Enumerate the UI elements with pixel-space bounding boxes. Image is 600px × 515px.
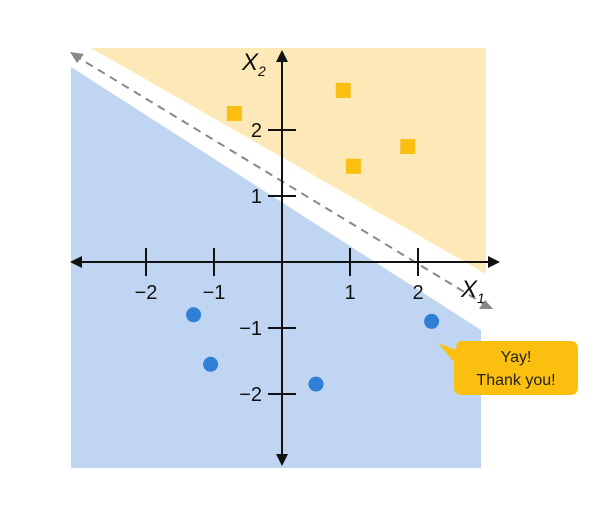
- bubble-line-1: Yay!: [501, 349, 532, 366]
- positive-region: [91, 48, 486, 274]
- y-axis-arrow-up-icon: [276, 50, 288, 62]
- speech-bubble: Yay! Thank you!: [438, 341, 578, 395]
- circle-point: [186, 307, 202, 323]
- square-point: [345, 158, 361, 174]
- x-tick-label: 2: [412, 282, 423, 304]
- y-tick-label: 2: [251, 120, 262, 142]
- y-axis-label: X2: [241, 49, 266, 79]
- boundary-arrowhead-icon: [70, 52, 84, 63]
- y-tick-label: −1: [239, 318, 262, 340]
- negative-class-points: [186, 307, 440, 392]
- y-axis-arrow-down-icon: [276, 454, 288, 466]
- circle-point: [203, 356, 219, 372]
- boundary-arrowhead-icon: [479, 300, 493, 309]
- y-tick-label: −2: [239, 384, 262, 406]
- x-tick-label: −2: [135, 282, 158, 304]
- y-axis-ticks: 2 1 −1 −2: [239, 120, 296, 406]
- x-axis-arrow-left-icon: [70, 256, 82, 268]
- square-point: [335, 82, 351, 98]
- square-point: [400, 139, 416, 154]
- positive-class-points: [226, 82, 416, 174]
- x-tick-label: −1: [203, 282, 226, 304]
- x-tick-label: 1: [344, 282, 355, 304]
- circle-point: [424, 313, 440, 329]
- x-axis-ticks: −2 −1 1 2: [135, 248, 424, 304]
- circle-point: [308, 376, 324, 392]
- x-axis-arrow-right-icon: [488, 256, 500, 268]
- square-point: [226, 106, 242, 121]
- y-tick-label: 1: [251, 186, 262, 208]
- speech-bubble-shape: [438, 341, 578, 395]
- x-axis-label: X1: [460, 276, 485, 306]
- negative-region: [71, 67, 481, 468]
- y-axis: [276, 50, 288, 466]
- bubble-line-2: Thank you!: [476, 372, 555, 389]
